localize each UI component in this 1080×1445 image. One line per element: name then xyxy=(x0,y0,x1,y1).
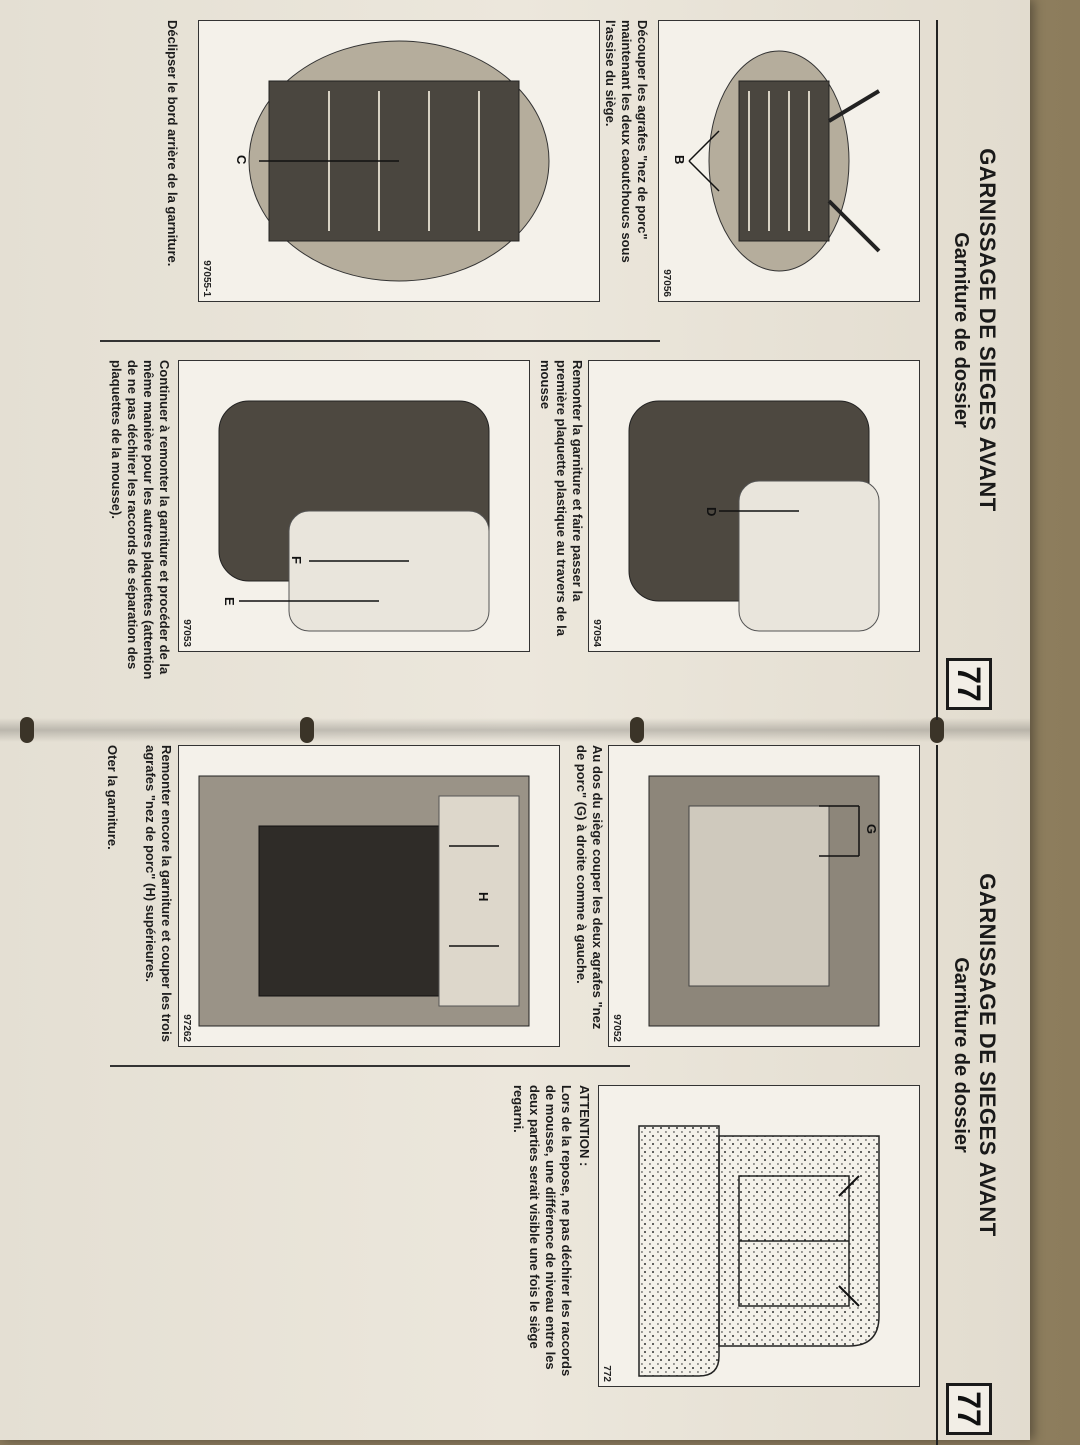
binding-hole xyxy=(300,717,314,743)
callout-label: H xyxy=(476,892,491,902)
figure-code: 97052 xyxy=(611,1014,622,1042)
caption-label: ATTENTION : xyxy=(577,1085,592,1167)
figure-code: 97055-1 xyxy=(201,260,212,297)
figure-code: 97262 xyxy=(181,1014,192,1042)
seat-frame-illustration xyxy=(248,40,550,282)
callout-label: E xyxy=(222,597,237,606)
page-number-badge: 77 xyxy=(946,658,992,710)
caption-step: Déclipser le bord arrière de la garnitur… xyxy=(165,20,180,267)
figure-foam-diagram: 772 xyxy=(598,1085,920,1387)
page-header: GARNISSAGE DE SIEGES AVANT Garniture de … xyxy=(949,60,1000,600)
booklet-spine xyxy=(0,718,1030,742)
figure-seat-back-g: G 97052 xyxy=(608,745,920,1047)
callout-label: C xyxy=(234,155,249,165)
figure-code: 772 xyxy=(601,1365,612,1382)
page-title: GARNISSAGE DE SIEGES AVANT xyxy=(975,873,1000,1237)
figure-code: 97056 xyxy=(661,269,672,297)
figure-seat-frame-c: C 97055-1 xyxy=(198,20,600,302)
seat-back-illustration xyxy=(648,775,880,1027)
caption-step: Continuer à remonter la garniture et pro… xyxy=(109,360,172,680)
page-title: GARNISSAGE DE SIEGES AVANT xyxy=(975,148,1000,512)
page-number-badge: 77 xyxy=(946,1383,992,1435)
manual-page-bottom: GARNISSAGE DE SIEGES AVANT Garniture de … xyxy=(70,745,1000,1445)
seat-cover-illustration xyxy=(628,400,880,632)
caption-step: Oter la garniture. xyxy=(105,745,120,850)
binding-hole xyxy=(930,717,944,743)
column-divider xyxy=(100,340,660,342)
column-divider xyxy=(110,1065,630,1067)
caption-step: Lors de la repose, ne pas déchirer les r… xyxy=(511,1085,574,1377)
manual-page-top: GARNISSAGE DE SIEGES AVANT Garniture de … xyxy=(70,20,1000,720)
caption-step: Découper les agrafes "nez de porc" maint… xyxy=(603,20,650,263)
callout-label: F xyxy=(289,556,304,564)
foam-illustration xyxy=(638,1125,880,1377)
figure-seat-back-h: H 97262 xyxy=(178,745,560,1047)
seat-back-illustration xyxy=(198,775,530,1027)
caption-step: Remonter la garniture et faire passer la… xyxy=(538,360,585,636)
callout-label: D xyxy=(704,507,719,517)
figure-seat-cover-d: D 97054 xyxy=(588,360,920,652)
binding-hole xyxy=(20,717,34,743)
header-rule xyxy=(936,745,938,1445)
binding-hole xyxy=(630,717,644,743)
seat-cover-illustration xyxy=(218,400,490,632)
seat-frame-illustration xyxy=(688,50,881,272)
figure-seat-cover-ef: F E 97053 xyxy=(178,360,530,652)
figure-seat-frame-b: B 97056 xyxy=(658,20,920,302)
callout-label: G xyxy=(864,824,879,835)
header-rule xyxy=(936,20,938,720)
figure-code: 97054 xyxy=(591,619,602,647)
caption-step: Remonter encore la garniture et couper l… xyxy=(143,745,174,1042)
callout-label: B xyxy=(672,155,687,165)
figure-code: 97053 xyxy=(181,619,192,647)
caption-step: Au dos du siège couper les deux agrafes … xyxy=(574,745,605,1030)
page-subtitle: Garniture de dossier xyxy=(950,957,972,1153)
page-subtitle: Garniture de dossier xyxy=(950,232,972,428)
page-header: GARNISSAGE DE SIEGES AVANT Garniture de … xyxy=(949,785,1000,1325)
